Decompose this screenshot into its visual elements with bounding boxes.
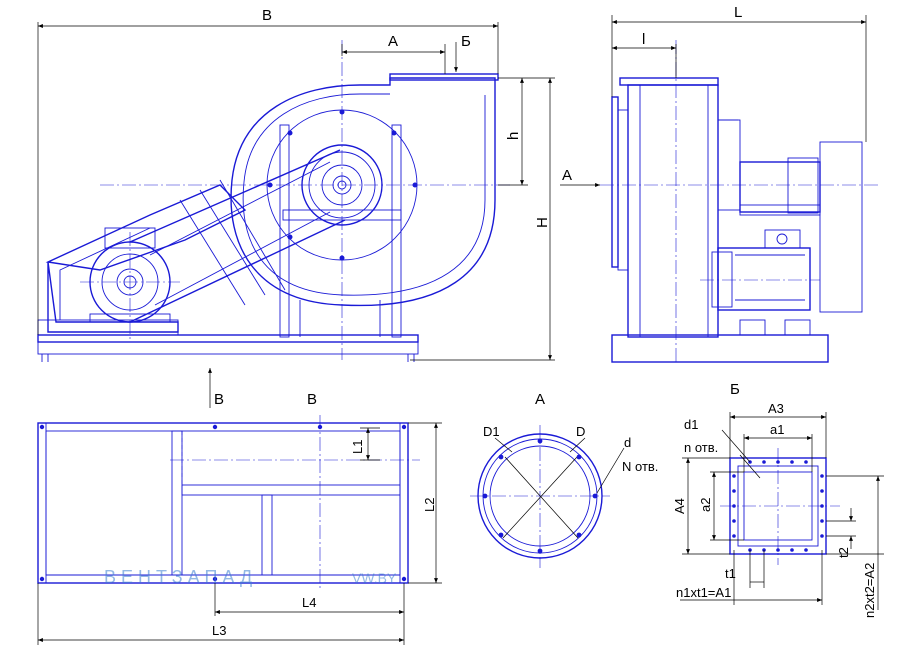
side-view: [37, 40, 510, 362]
view-arrow-b-label: Б: [461, 33, 471, 50]
dim-n2t2: n2xt2=A2: [862, 563, 877, 618]
side-dimensions: B A Б H h B: [37, 7, 555, 408]
label-D1: D1: [483, 424, 500, 439]
label-n-holes: n отв.: [684, 440, 718, 455]
front-view: [600, 40, 880, 363]
label-d1: d1: [684, 417, 698, 432]
dim-H: H: [534, 217, 551, 228]
dim-A4: A4: [672, 498, 687, 514]
dim-A: A: [388, 33, 398, 50]
view-b2-dimensions: Б A3 a1 d1 n отв. A4 a2 t1 n1xt1=A1: [672, 381, 884, 618]
dim-a2: a2: [698, 498, 713, 512]
view-a-dimensions: A D1 D d N отв.: [483, 391, 658, 494]
view-b2-title: Б: [730, 381, 740, 398]
dim-l: l: [642, 31, 645, 48]
dim-t1: t1: [725, 566, 736, 581]
view-b-title: B: [307, 391, 317, 408]
watermark-brand: ВЕНТЗАПАД: [104, 567, 257, 587]
dim-t2: t2: [836, 547, 851, 558]
dim-n1t1: n1xt1=A1: [676, 585, 731, 600]
dim-L3: L3: [212, 623, 226, 638]
view-a-title: A: [535, 391, 545, 408]
dim-L2: L2: [422, 498, 437, 512]
dim-h: h: [505, 132, 522, 140]
view-a-flange: [470, 425, 610, 568]
view-arrow-a-label: A: [562, 167, 572, 184]
dim-L: L: [734, 4, 742, 21]
dim-a1: a1: [770, 422, 784, 437]
dim-L4: L4: [302, 595, 316, 610]
watermark: ВЕНТЗАПАД VW.BY: [104, 567, 397, 587]
view-arrow-v-label: B: [214, 391, 224, 408]
view-b-dimensions: B L1 L2 L4 L3: [37, 391, 442, 645]
front-dimensions: L l A: [560, 4, 867, 187]
label-D: D: [576, 424, 585, 439]
dim-L1: L1: [350, 440, 365, 454]
label-N-holes: N отв.: [622, 459, 658, 474]
watermark-site: VW.BY: [352, 570, 397, 586]
label-d: d: [624, 435, 631, 450]
dim-A3: A3: [768, 401, 784, 416]
dim-B: B: [262, 7, 272, 24]
flange-holes: [732, 460, 824, 552]
view-b2-flange: [720, 448, 840, 565]
